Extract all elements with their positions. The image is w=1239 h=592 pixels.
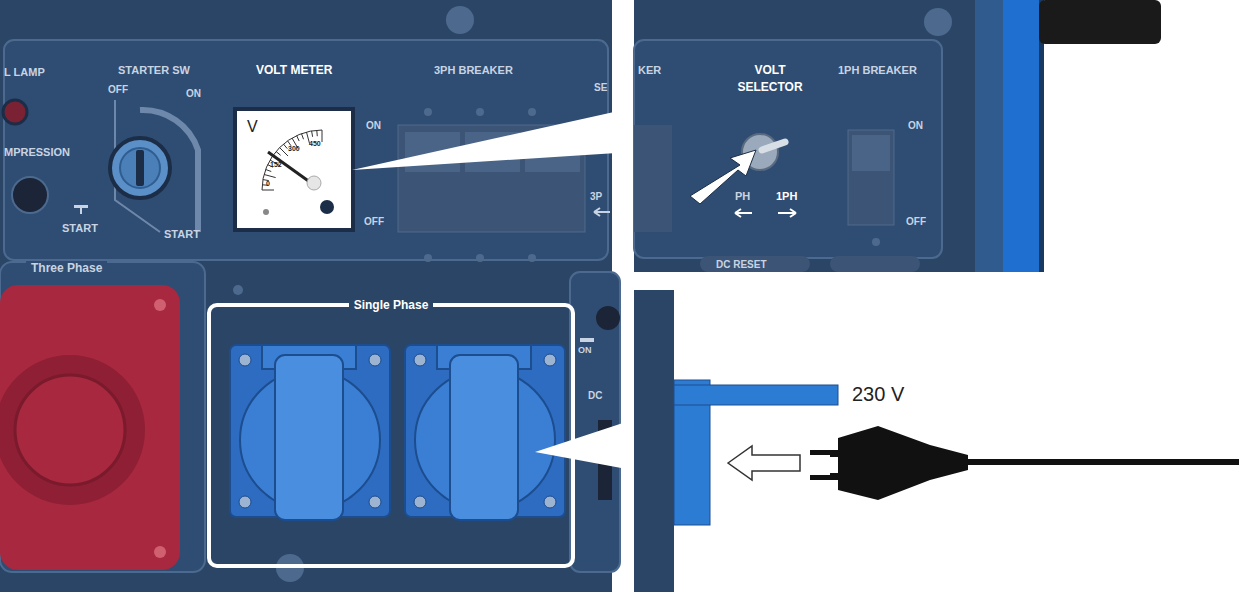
- panel-label: VOLT METER: [256, 64, 332, 77]
- meter-unit: V: [247, 118, 258, 136]
- panel-label: STARTER SW: [118, 64, 190, 76]
- dial-tick: [316, 130, 318, 136]
- panel-label: MPRESSION: [4, 146, 70, 158]
- dial-number: 152: [270, 161, 282, 169]
- dial-tick: [266, 169, 272, 171]
- dial-number: 300: [288, 145, 300, 153]
- three-phase-panel: Three Phase: [0, 258, 205, 272]
- panel-label: 1PH BREAKER: [838, 64, 917, 76]
- switch-position: ON: [186, 88, 201, 99]
- dial-tick: [301, 134, 303, 140]
- dial-tick: [276, 151, 281, 155]
- panel-label: DC RESET: [716, 259, 767, 270]
- dial-tick: [312, 131, 313, 137]
- panel-heading: Three Phase: [26, 261, 107, 275]
- panel-heading: Single Phase: [349, 298, 434, 312]
- switch-position: ON: [908, 120, 923, 131]
- switch-position: OFF: [108, 84, 128, 95]
- dial-tick: [283, 144, 287, 149]
- panel-label: SE: [594, 82, 607, 93]
- dial-tick: [297, 136, 300, 141]
- dial-number: 0: [266, 180, 270, 188]
- dial-tick: [280, 148, 288, 156]
- dial-number: 450: [309, 140, 321, 148]
- selector-position: PH: [735, 190, 750, 202]
- panel-label: KER: [638, 64, 661, 76]
- dial-tick: [322, 130, 323, 142]
- selector-position: 1PH: [776, 190, 797, 202]
- selector-position: 3P: [590, 191, 602, 202]
- switch-position: ON: [578, 346, 592, 356]
- dial-tick: [262, 190, 274, 191]
- voltage-label: 230 V: [852, 383, 904, 405]
- panel-label: VOLT SELECTOR: [735, 62, 805, 97]
- panel-label: L LAMP: [4, 66, 45, 78]
- switch-position: OFF: [906, 216, 926, 227]
- switch-position: ON: [366, 120, 381, 131]
- panel-label: DC: [588, 390, 602, 401]
- switch-position: START: [164, 228, 200, 240]
- single-phase-panel: Single Phase: [207, 303, 575, 568]
- panel-label: 3PH BREAKER: [434, 64, 513, 76]
- panel-label: START: [62, 222, 98, 234]
- switch-position: OFF: [364, 216, 384, 227]
- dial-tick: [264, 174, 276, 177]
